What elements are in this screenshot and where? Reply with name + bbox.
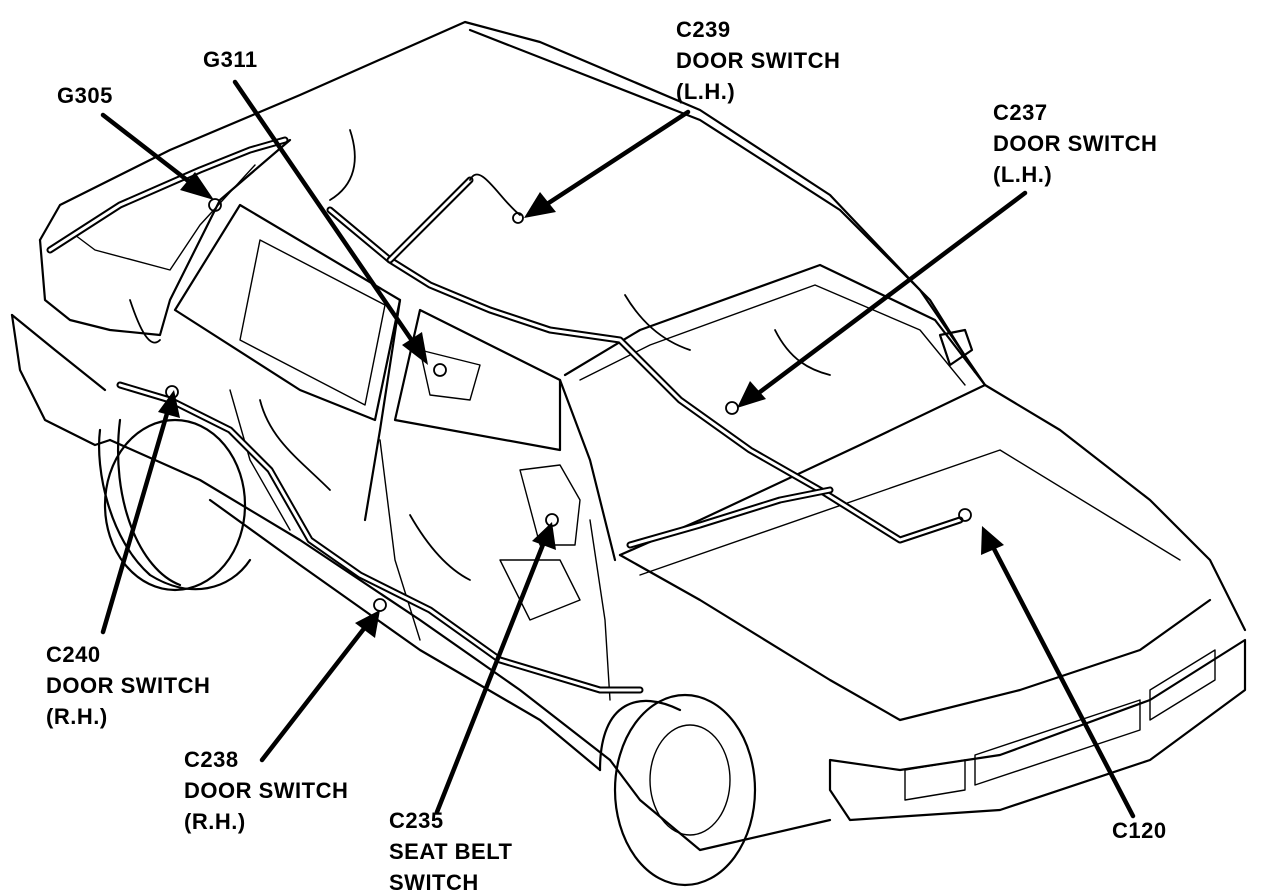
arrow-c235	[434, 539, 547, 815]
callout-c238-id: C238	[184, 747, 239, 772]
arrow-c239	[541, 109, 691, 209]
callout-c240: C240 DOOR SWITCH (R.H.)	[46, 639, 210, 732]
arrow-g305	[100, 112, 199, 190]
callout-c120: C120	[1112, 815, 1167, 846]
callout-c235-name: SEAT BELT	[389, 839, 513, 864]
arrow-c237	[753, 190, 1028, 398]
callout-g305-id: G305	[57, 83, 113, 108]
callout-g311: G311	[203, 44, 258, 75]
wiring-harness	[46, 129, 972, 694]
callout-c239-name: DOOR SWITCH	[676, 48, 841, 73]
callout-c238: C238 DOOR SWITCH (R.H.)	[184, 744, 348, 837]
callout-c239-id: C239	[676, 17, 731, 42]
arrow-g305-head	[180, 172, 214, 200]
callout-c235-type: SWITCH	[389, 870, 479, 894]
callout-c238-name: DOOR SWITCH	[184, 778, 349, 803]
callout-c237: C237 DOOR SWITCH (L.H.)	[993, 97, 1157, 190]
callout-g305: G305	[57, 80, 113, 111]
arrow-c237-head	[737, 381, 766, 408]
callout-c239: C239 DOOR SWITCH (L.H.)	[676, 14, 840, 107]
callout-c120-id: C120	[1112, 818, 1167, 843]
callout-c235-id: C235	[389, 808, 444, 833]
arrow-c235-head	[532, 522, 556, 550]
car-body	[10, 20, 1247, 887]
arrow-c120-head	[981, 526, 1004, 555]
arrow-g311-head	[402, 332, 428, 365]
callout-g311-id: G311	[203, 47, 258, 72]
callout-arrows	[100, 79, 1136, 819]
callout-c237-side: (L.H.)	[993, 162, 1053, 187]
arrow-c240-head	[158, 390, 180, 418]
callout-c240-side: (R.H.)	[46, 704, 108, 729]
arrow-c240	[100, 407, 171, 635]
callout-c239-side: (L.H.)	[676, 79, 736, 104]
callout-c240-id: C240	[46, 642, 101, 667]
callout-c240-name: DOOR SWITCH	[46, 673, 211, 698]
callout-c238-side: (R.H.)	[184, 809, 246, 834]
callout-c235: C235 SEAT BELT SWITCH	[389, 805, 512, 894]
arrow-c120	[989, 542, 1136, 819]
arrow-c238-head	[355, 610, 380, 638]
callout-c237-name: DOOR SWITCH	[993, 131, 1158, 156]
arrow-c239-head	[524, 192, 556, 218]
arrow-c238	[259, 623, 369, 763]
callout-c237-id: C237	[993, 100, 1048, 125]
arrow-g311	[232, 79, 418, 348]
